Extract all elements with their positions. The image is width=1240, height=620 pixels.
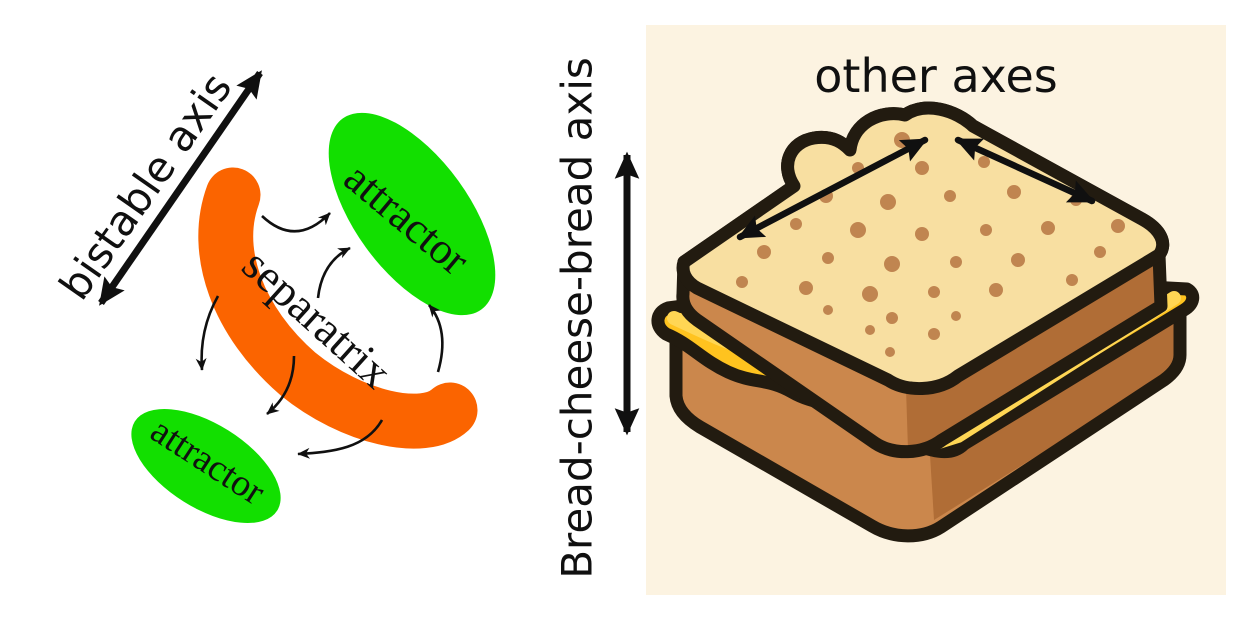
flow-arrow-icon xyxy=(297,419,384,459)
sandwich-illustration xyxy=(651,101,1200,543)
flow-arrow-icon xyxy=(195,295,220,371)
top-bread-crust-shaded-face xyxy=(906,258,1157,450)
attractor-top-blob xyxy=(328,112,496,316)
flow-arrows xyxy=(195,212,444,459)
bistable-axis-arrow-icon xyxy=(98,70,263,306)
flow-arrow-icon xyxy=(261,212,331,233)
sandwich-panel: other axes Bread-cheese-bread axis xyxy=(553,25,1226,595)
bread-cheese-bread-axis-label: Bread-cheese-bread axis xyxy=(553,57,602,579)
bottom-bread-outline xyxy=(669,283,1187,543)
attractor-bottom-blob xyxy=(131,408,281,524)
flow-arrow-icon xyxy=(266,355,296,416)
state-space-panel: bistable axis separatrix attractor attra… xyxy=(50,64,496,524)
separatrix-blob xyxy=(198,167,478,449)
flow-arrow-icon xyxy=(427,304,444,373)
other-axis-arrow-right-icon xyxy=(954,136,1096,205)
other-axes-title: other axes xyxy=(814,49,1057,103)
flow-arrow-icon xyxy=(316,246,351,299)
other-axis-arrow-left-icon xyxy=(736,136,929,241)
